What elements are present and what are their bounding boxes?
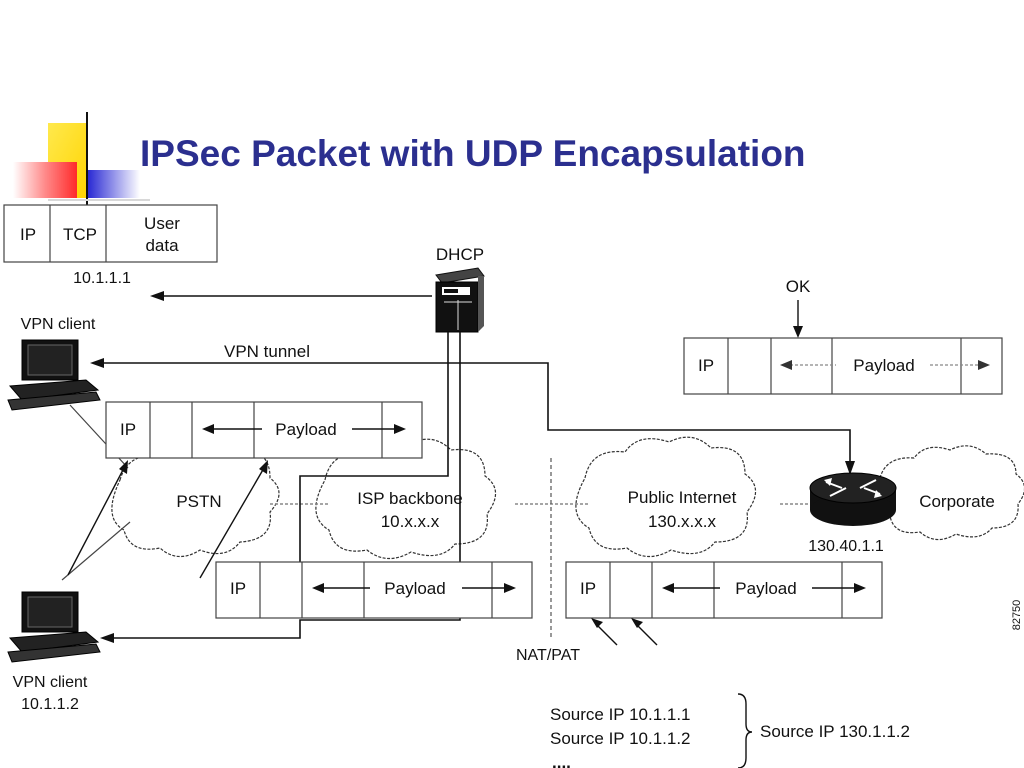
field-ip: IP (580, 579, 596, 598)
corporate-cloud (876, 445, 1024, 541)
pstn-label: PSTN (176, 492, 221, 511)
vpn-tunnel-line (102, 362, 851, 465)
internet-name: Public Internet (628, 488, 737, 507)
source-pointer (634, 622, 658, 646)
vpn-client-1-label: VPN client (21, 316, 96, 333)
source-line-1: Source IP 10.1.1.1 (550, 705, 691, 724)
dhcp-label: DHCP (436, 245, 484, 264)
internet-packet: IP Payload (565, 561, 883, 619)
client-link (61, 521, 131, 581)
field-ip: IP (698, 356, 714, 375)
internet-range: 130.x.x.x (648, 512, 717, 531)
tunnel-label: VPN tunnel (224, 342, 310, 361)
corporate-label: Corporate (919, 492, 995, 511)
translated-source: Source IP 130.1.1.2 (760, 722, 910, 741)
arrow-head (631, 618, 643, 628)
dhcp-server-icon (435, 267, 485, 333)
source-line-3: .... (552, 753, 571, 768)
nat-label: NAT/PAT (516, 647, 580, 664)
ok-packet: IP Payload (683, 337, 1003, 395)
field-data: data (145, 236, 179, 255)
arrow-head (845, 461, 855, 475)
top-packet: IP TCP User data (3, 204, 218, 263)
source-brace (737, 693, 753, 768)
computer-icon (7, 339, 101, 411)
field-payload: Payload (275, 420, 336, 439)
source-line-2: Source IP 10.1.1.2 (550, 729, 691, 748)
arrow-head (150, 291, 164, 301)
arrow-head (90, 358, 104, 368)
cloud-icon (111, 436, 1024, 560)
router-address: 130.40.1.1 (808, 538, 884, 555)
isp-name: ISP backbone (357, 489, 463, 508)
isp-packet: IP Payload (215, 561, 533, 619)
arrow-head (591, 618, 603, 628)
field-payload: Payload (735, 579, 796, 598)
page-title: IPSec Packet with UDP Encapsulation (140, 133, 806, 174)
field-user: User (144, 214, 180, 233)
isp-range: 10.x.x.x (381, 512, 440, 531)
vpn-client-2-address: 10.1.1.2 (21, 696, 79, 713)
dhcp-link-2 (112, 332, 461, 639)
source-arrow (67, 467, 125, 576)
field-ip: IP (20, 225, 36, 244)
field-payload: Payload (853, 356, 914, 375)
arrow-head (100, 633, 114, 643)
vpn-client-2-label: VPN client (13, 674, 88, 691)
arrow-head (259, 460, 268, 474)
arrow-head (119, 460, 128, 474)
source-arrow (199, 467, 265, 579)
internet-cloud (575, 436, 757, 558)
arrow-head (793, 326, 803, 338)
computer-icon (7, 591, 101, 663)
source-pointer (594, 622, 618, 646)
corner-decoration (13, 112, 150, 205)
ok-label: OK (786, 277, 811, 296)
field-tcp: TCP (63, 225, 97, 244)
figure-id: 82750 (1011, 600, 1023, 631)
client-packet: IP Payload (105, 401, 423, 459)
router-icon (809, 472, 897, 526)
field-ip: IP (230, 579, 246, 598)
top-address: 10.1.1.1 (73, 270, 131, 287)
dhcp-link (299, 332, 449, 565)
field-ip: IP (120, 420, 136, 439)
field-payload: Payload (384, 579, 445, 598)
